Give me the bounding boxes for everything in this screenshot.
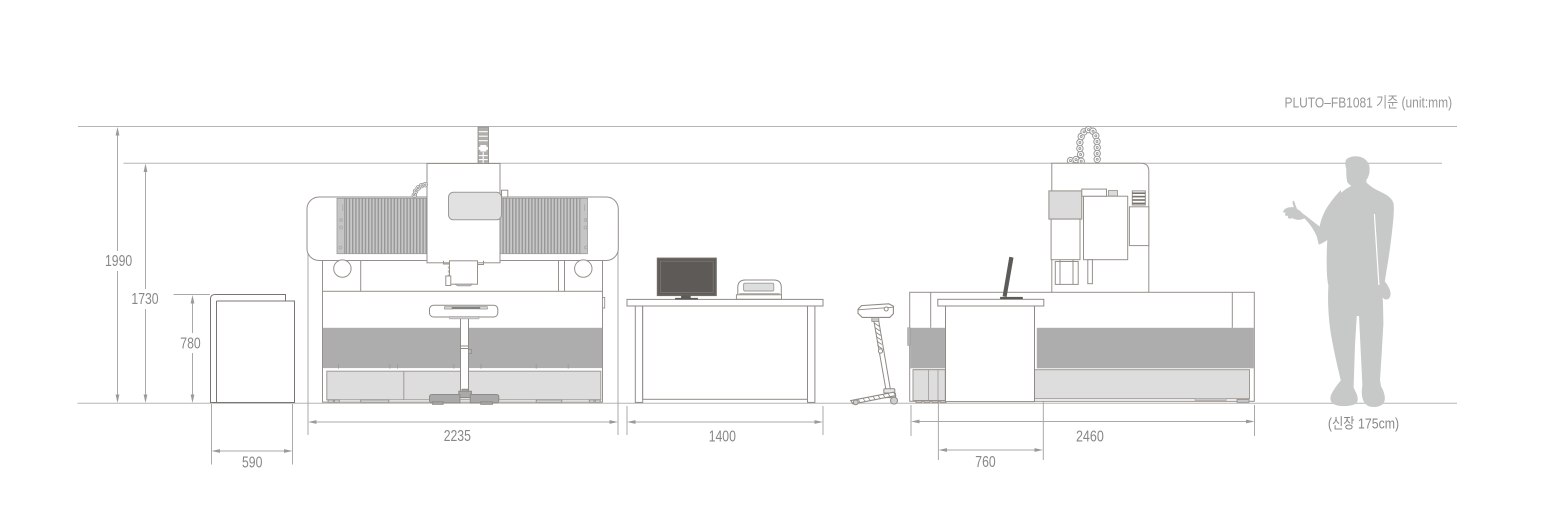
- svg-text:590: 590: [242, 455, 262, 472]
- svg-text:780: 780: [180, 336, 200, 353]
- svg-text:2460: 2460: [1076, 428, 1104, 445]
- svg-text:2235: 2235: [444, 428, 471, 445]
- svg-text:PLUTO–FB1081 기준 (unit:mm): PLUTO–FB1081 기준 (unit:mm): [1285, 95, 1453, 112]
- svg-text:1990: 1990: [105, 253, 132, 270]
- svg-text:1730: 1730: [131, 291, 158, 308]
- svg-text:760: 760: [975, 454, 995, 471]
- svg-text:1400: 1400: [709, 428, 736, 445]
- svg-text:(신장 175cm): (신장 175cm): [1328, 416, 1399, 433]
